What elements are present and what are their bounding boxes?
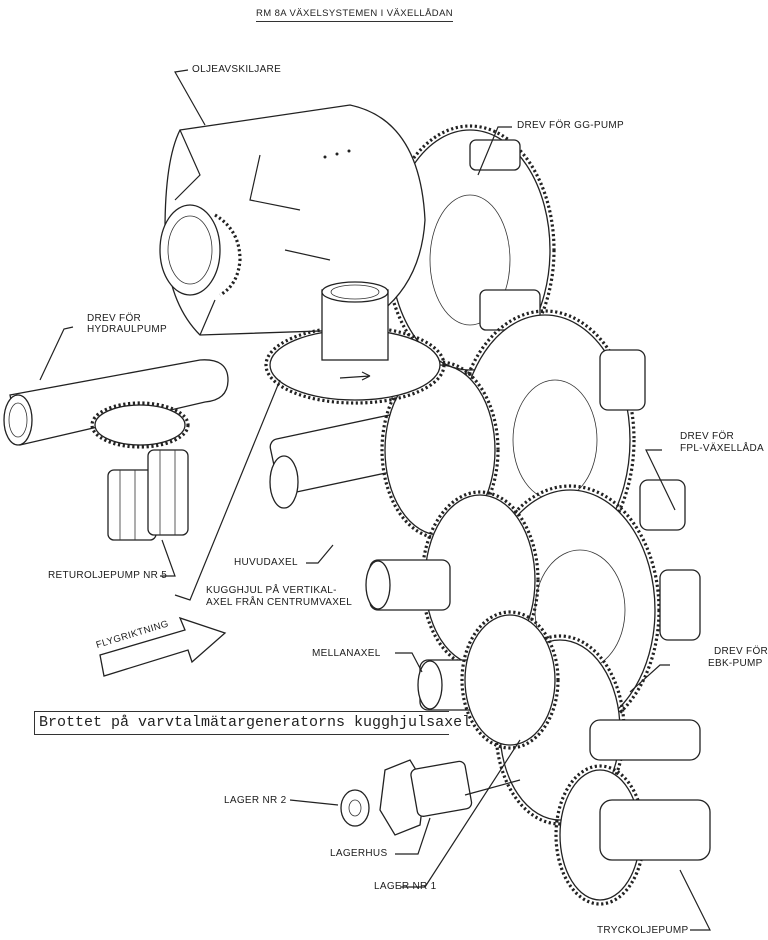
gear-tryckoljepump xyxy=(554,764,711,906)
label-drev-hydraulpump-1: DREV FÖR xyxy=(87,313,142,324)
main-shaft xyxy=(269,360,500,540)
label-drev-hydraulpump-2: HYDRAULPUMP xyxy=(87,324,167,335)
oil-separator xyxy=(159,104,426,336)
label-huvudaxel: HUVUDAXEL xyxy=(234,557,298,568)
label-drev-ebk-2: EBK-PUMP xyxy=(708,658,763,669)
intermediate-shaft xyxy=(365,490,560,750)
label-mellanaxel: MELLANAXEL xyxy=(312,648,381,659)
label-tryckoljepump: TRYCKOLJEPUMP xyxy=(597,925,689,936)
label-drev-gg-pump: DREV FÖR GG-PUMP xyxy=(517,120,625,131)
label-oljeavskiljare: OLJEAVSKILJARE xyxy=(192,64,282,75)
fracture-annotation: Brottet på varvtalmätargeneratorns kuggh… xyxy=(34,711,471,735)
vertical-shaft-gear xyxy=(264,281,446,405)
label-kugghjul-2: AXEL FRÅN CENTRUMVAXEL xyxy=(206,597,353,608)
label-returoljepump: RETUROLJEPUMP NR 5 xyxy=(48,570,168,581)
label-drev-fpl-2: FPL-VÄXELLÅDA xyxy=(680,443,764,454)
bearing-assembly xyxy=(340,759,521,836)
label-kugghjul-1: KUGGHJUL PÅ VERTIKAL- xyxy=(206,585,337,596)
hydraulic-pump-drive xyxy=(3,359,229,449)
label-lagerhus: LAGERHUS xyxy=(330,848,388,859)
diagram-title: RM 8A VÄXELSYSTEMEN I VÄXELLÅDAN xyxy=(256,8,454,22)
gear-gg-pump xyxy=(384,124,556,376)
return-oil-pump xyxy=(107,449,189,541)
label-lager-nr-1: LAGER NR 1 xyxy=(374,881,437,892)
label-lager-nr-2: LAGER NR 2 xyxy=(224,795,287,806)
flight-direction-arrow xyxy=(99,616,227,677)
leader-lines xyxy=(39,69,711,931)
label-drev-fpl-1: DREV FÖR xyxy=(680,431,735,442)
label-drev-ebk-1: DREV FÖR xyxy=(714,646,768,657)
